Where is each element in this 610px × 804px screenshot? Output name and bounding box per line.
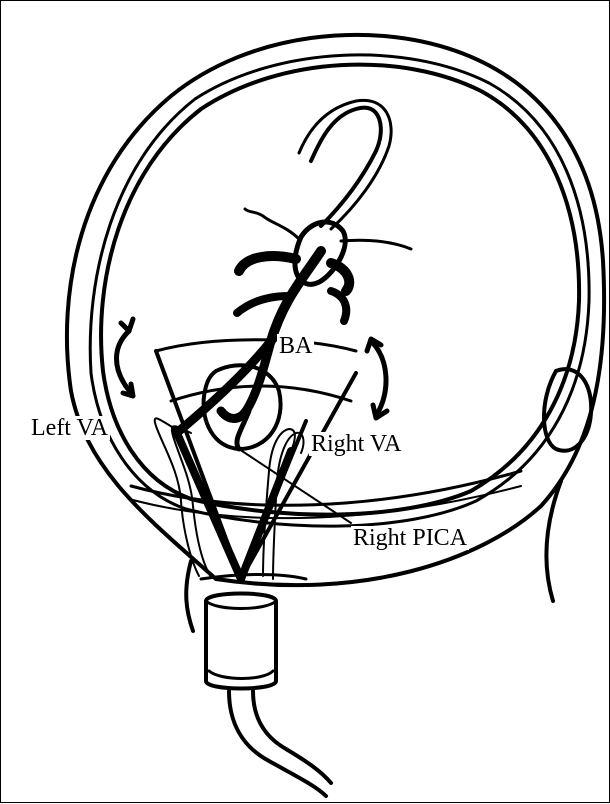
label-right-pica: Right PICA (351, 526, 469, 550)
ica-loop (311, 108, 381, 226)
ica-loop-2 (299, 100, 391, 229)
detector-bottom (209, 671, 273, 679)
cone-line-2 (176, 431, 241, 579)
right-vertebral-artery (221, 341, 271, 419)
label-right-va: Right VA (309, 432, 403, 456)
pca-left (239, 256, 296, 271)
detector-top (206, 601, 276, 609)
cable-2 (253, 691, 331, 783)
foramen-line (201, 575, 306, 580)
pcom-branch-2 (341, 240, 411, 249)
chin-outline (186, 561, 193, 631)
pca-right (331, 263, 349, 291)
pcom-branch (245, 209, 299, 239)
fov-arc-top (156, 340, 356, 351)
sca-right (331, 291, 346, 321)
left-arrow-head-top (121, 319, 133, 331)
cone-line-4 (241, 373, 356, 579)
label-left-va: Left VA (29, 416, 110, 440)
label-ba: BA (277, 334, 314, 358)
